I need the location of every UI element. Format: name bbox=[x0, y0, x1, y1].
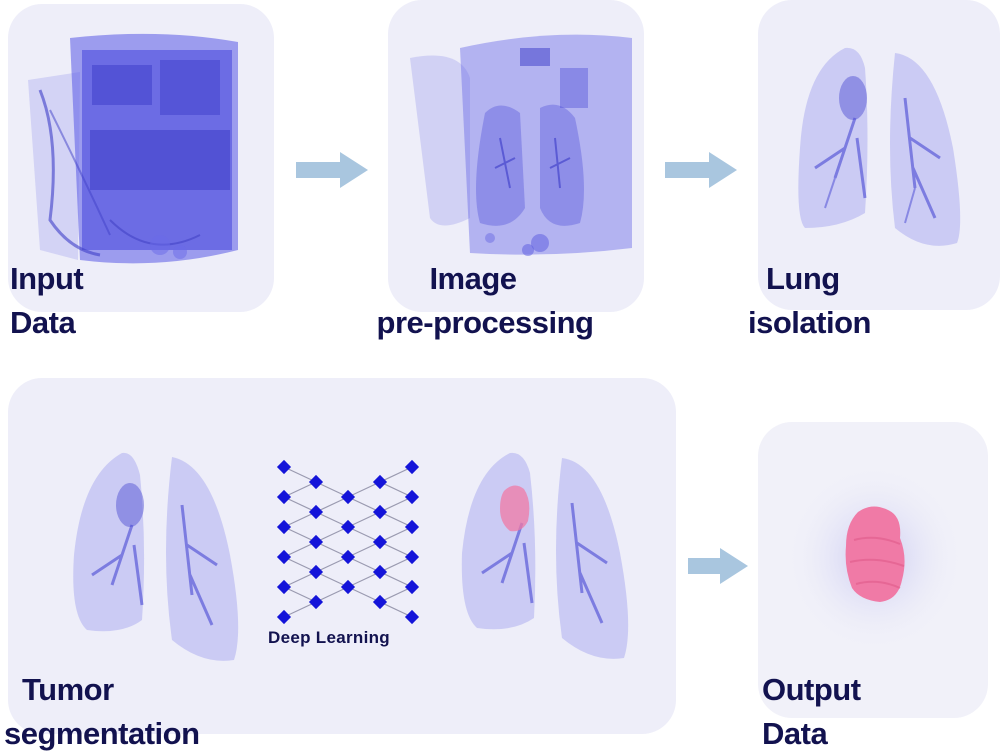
network-edge bbox=[315, 586, 349, 603]
network-node bbox=[308, 564, 324, 580]
tumor-segmentation-label-line1: Tumor bbox=[22, 672, 114, 707]
network-edge bbox=[283, 481, 317, 498]
network-node bbox=[340, 519, 356, 535]
network-edge bbox=[283, 601, 317, 618]
lung-isolation-label-line1: Lung bbox=[766, 261, 840, 296]
network-edge bbox=[347, 481, 381, 498]
network-edge bbox=[379, 601, 413, 618]
network-edge bbox=[315, 571, 349, 588]
network-node bbox=[404, 489, 420, 505]
network-edge bbox=[379, 496, 413, 513]
network-node bbox=[340, 579, 356, 595]
network-node bbox=[372, 564, 388, 580]
network-edge bbox=[283, 541, 317, 558]
network-node bbox=[276, 609, 292, 625]
tumor-output-image bbox=[785, 463, 965, 653]
preprocessing-label-line1: Image bbox=[429, 261, 517, 296]
network-edge bbox=[379, 586, 413, 603]
network-node bbox=[404, 609, 420, 625]
network-edge bbox=[315, 526, 349, 543]
output-data-label-line1: Output bbox=[762, 672, 861, 707]
arrow-input-to-preprocessing bbox=[296, 152, 368, 188]
preprocessed-scan-image bbox=[410, 34, 632, 256]
network-node bbox=[276, 519, 292, 535]
network-edge bbox=[347, 526, 381, 543]
network-edge bbox=[315, 511, 349, 528]
output-data-label: Output Data bbox=[762, 668, 861, 756]
preprocessing-panel bbox=[388, 0, 644, 312]
network-edge bbox=[347, 586, 381, 603]
tumor-segmentation-label-line2: segmentation bbox=[4, 716, 200, 751]
network-edge bbox=[315, 541, 349, 558]
arrow-preprocessing-to-lung-isolation bbox=[665, 152, 737, 188]
isolated-lungs-image bbox=[798, 47, 961, 246]
network-edge bbox=[347, 541, 381, 558]
network-edge bbox=[315, 496, 349, 513]
preprocessing-label: Image pre-processing bbox=[334, 257, 636, 345]
network-node bbox=[404, 519, 420, 535]
network-edge bbox=[315, 481, 349, 498]
network-edge bbox=[379, 481, 413, 498]
ct-scan-volume-image bbox=[28, 33, 238, 264]
network-node bbox=[340, 489, 356, 505]
lung-isolation-label: Lung isolation bbox=[748, 257, 871, 345]
network-node bbox=[276, 549, 292, 565]
network-edge bbox=[347, 511, 381, 528]
network-node bbox=[308, 474, 324, 490]
network-node bbox=[372, 504, 388, 520]
network-node bbox=[372, 534, 388, 550]
network-edge bbox=[379, 556, 413, 573]
network-edge bbox=[315, 556, 349, 573]
input-data-label: Input Data bbox=[10, 257, 84, 345]
network-edge bbox=[379, 571, 413, 588]
network-edge bbox=[283, 466, 317, 483]
segmentation-input-lungs-image bbox=[73, 452, 239, 661]
network-node bbox=[308, 504, 324, 520]
network-edge bbox=[283, 571, 317, 588]
network-node bbox=[276, 459, 292, 475]
network-edge bbox=[283, 556, 317, 573]
network-node bbox=[276, 489, 292, 505]
network-node bbox=[372, 474, 388, 490]
tumor-segmentation-label: Tumor segmentation bbox=[4, 668, 200, 756]
network-node bbox=[276, 579, 292, 595]
input-data-label-line1: Input bbox=[10, 261, 84, 296]
lung-isolation-label-line2: isolation bbox=[748, 305, 871, 340]
segmented-tumor-lungs-image bbox=[461, 452, 629, 659]
network-edge bbox=[283, 496, 317, 513]
network-edge bbox=[283, 586, 317, 603]
network-edge bbox=[347, 496, 381, 513]
network-edge bbox=[283, 511, 317, 528]
output-data-label-line2: Data bbox=[762, 716, 828, 751]
tumor-highlight bbox=[500, 485, 530, 532]
arrow-segmentation-to-output bbox=[688, 548, 748, 584]
lung-isolation-panel bbox=[758, 0, 1000, 310]
network-node bbox=[308, 534, 324, 550]
network-edge bbox=[379, 541, 413, 558]
network-edge bbox=[347, 556, 381, 573]
network-edge bbox=[379, 511, 413, 528]
network-node bbox=[372, 594, 388, 610]
network-node bbox=[404, 579, 420, 595]
network-edge bbox=[283, 526, 317, 543]
deep-learning-label: Deep Learning bbox=[268, 628, 390, 647]
network-node bbox=[308, 594, 324, 610]
network-edge bbox=[347, 571, 381, 588]
network-edge bbox=[379, 526, 413, 543]
network-node bbox=[404, 459, 420, 475]
input-data-label-line2: Data bbox=[10, 305, 76, 340]
network-node bbox=[404, 549, 420, 565]
network-node bbox=[340, 549, 356, 565]
preprocessing-label-line2: pre-processing bbox=[376, 305, 594, 340]
network-edge bbox=[379, 466, 413, 483]
deep-learning-network-diagram bbox=[276, 459, 420, 625]
